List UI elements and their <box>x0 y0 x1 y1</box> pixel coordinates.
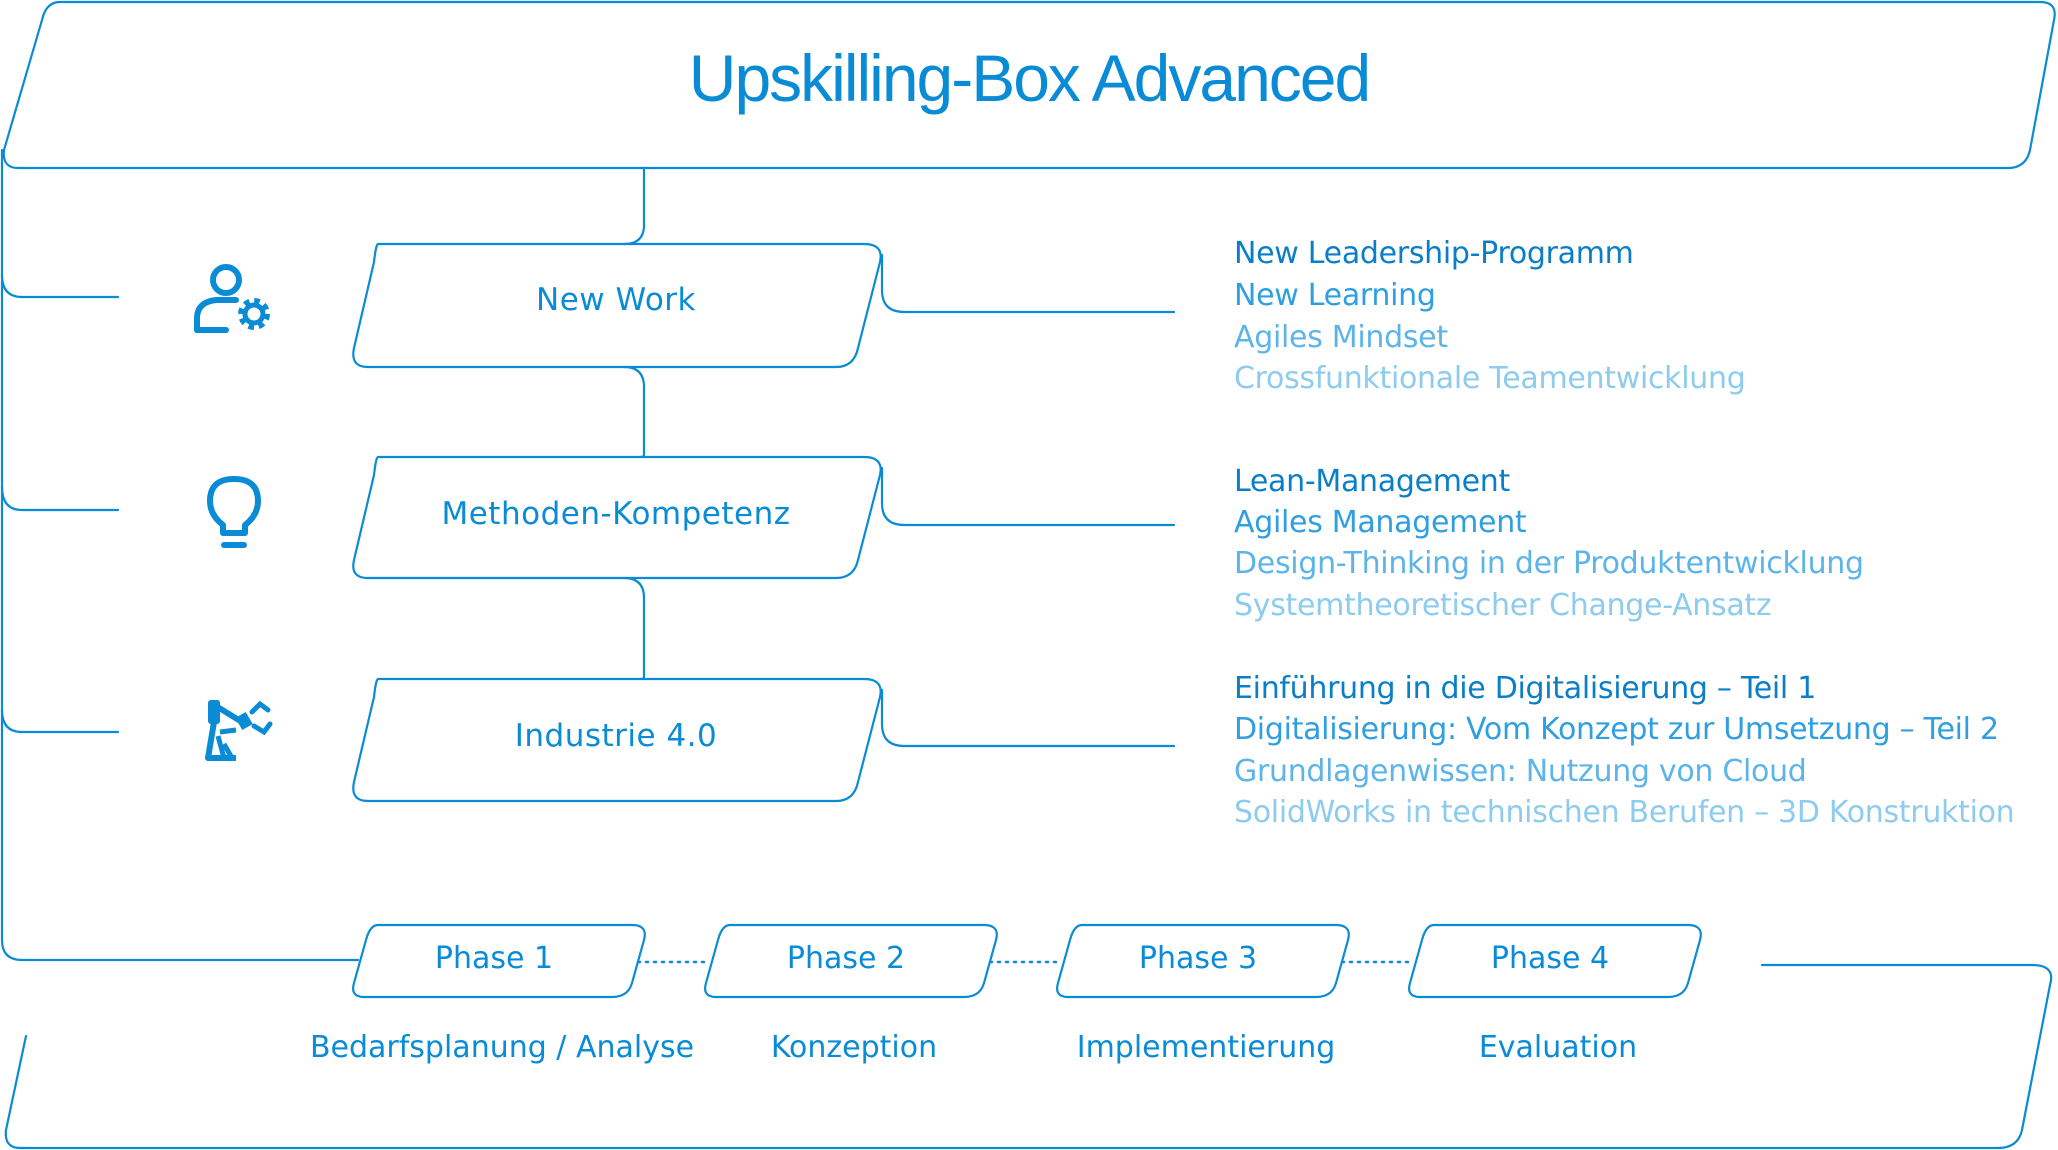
course-item: Digitalisierung: Vom Konzept zur Umsetzu… <box>1234 712 1999 747</box>
branch-industrie <box>0 708 120 734</box>
course-item: New Learning <box>1234 278 1436 313</box>
phase-description-4: Evaluation <box>1478 1030 1638 1065</box>
phase-label-1: Phase 1 <box>434 941 554 976</box>
connector-banner-box1 <box>622 166 646 246</box>
module-box-industrie <box>352 677 882 803</box>
connector-courses-1 <box>880 253 1176 314</box>
course-item: Agiles Management <box>1234 505 1527 540</box>
bottom-tray <box>4 963 2053 1150</box>
phase-box-1 <box>352 923 646 999</box>
title-banner-outline <box>2 0 2056 170</box>
robot-arm-icon <box>205 700 273 761</box>
connector-box2-box3 <box>622 576 646 681</box>
branch-methoden <box>0 485 120 512</box>
course-item: Grundlagenwissen: Nutzung von Cloud <box>1234 754 1807 789</box>
phase-label-3: Phase 3 <box>1138 941 1258 976</box>
user-gear-icon <box>194 264 270 333</box>
course-item: Systemtheoretischer Change-Ansatz <box>1234 588 1772 623</box>
phase-box-3 <box>1056 923 1350 999</box>
phase-description-3: Implementierung <box>1076 1030 1336 1065</box>
module-box-new-work <box>352 242 882 369</box>
module-box-methoden <box>352 455 882 580</box>
lightbulb-icon <box>207 476 261 548</box>
connector-courses-3 <box>880 688 1176 748</box>
course-item: New Leadership-Programm <box>1234 236 1634 271</box>
phase-box-4 <box>1408 923 1702 999</box>
course-item: Lean-Management <box>1234 464 1510 499</box>
phase-label-4: Phase 4 <box>1490 941 1610 976</box>
connector-courses-2 <box>880 466 1176 527</box>
module-label-methoden: Methoden-Kompetenz <box>441 496 791 532</box>
connector-box1-box2 <box>622 365 646 459</box>
module-label-industrie: Industrie 4.0 <box>514 718 718 754</box>
left-spine <box>0 148 360 962</box>
course-item: Einführung in die Digitalisierung – Teil… <box>1234 671 1816 706</box>
page-title: Upskilling-Box Advanced <box>688 41 1371 115</box>
branch-new-work <box>0 273 120 299</box>
module-label-new-work: New Work <box>536 282 696 318</box>
phase-description-1: Bedarfsplanung / Analyse <box>309 1030 695 1065</box>
phase-box-2 <box>704 923 998 999</box>
phase-label-2: Phase 2 <box>786 941 906 976</box>
course-item: Crossfunktionale Teamentwicklung <box>1234 361 1746 396</box>
phase-description-2: Konzeption <box>770 1030 938 1065</box>
course-item: Agiles Mindset <box>1234 320 1448 355</box>
course-item: Design-Thinking in der Produktentwicklun… <box>1234 546 1864 581</box>
course-item: SolidWorks in technischen Berufen – 3D K… <box>1234 795 2015 830</box>
